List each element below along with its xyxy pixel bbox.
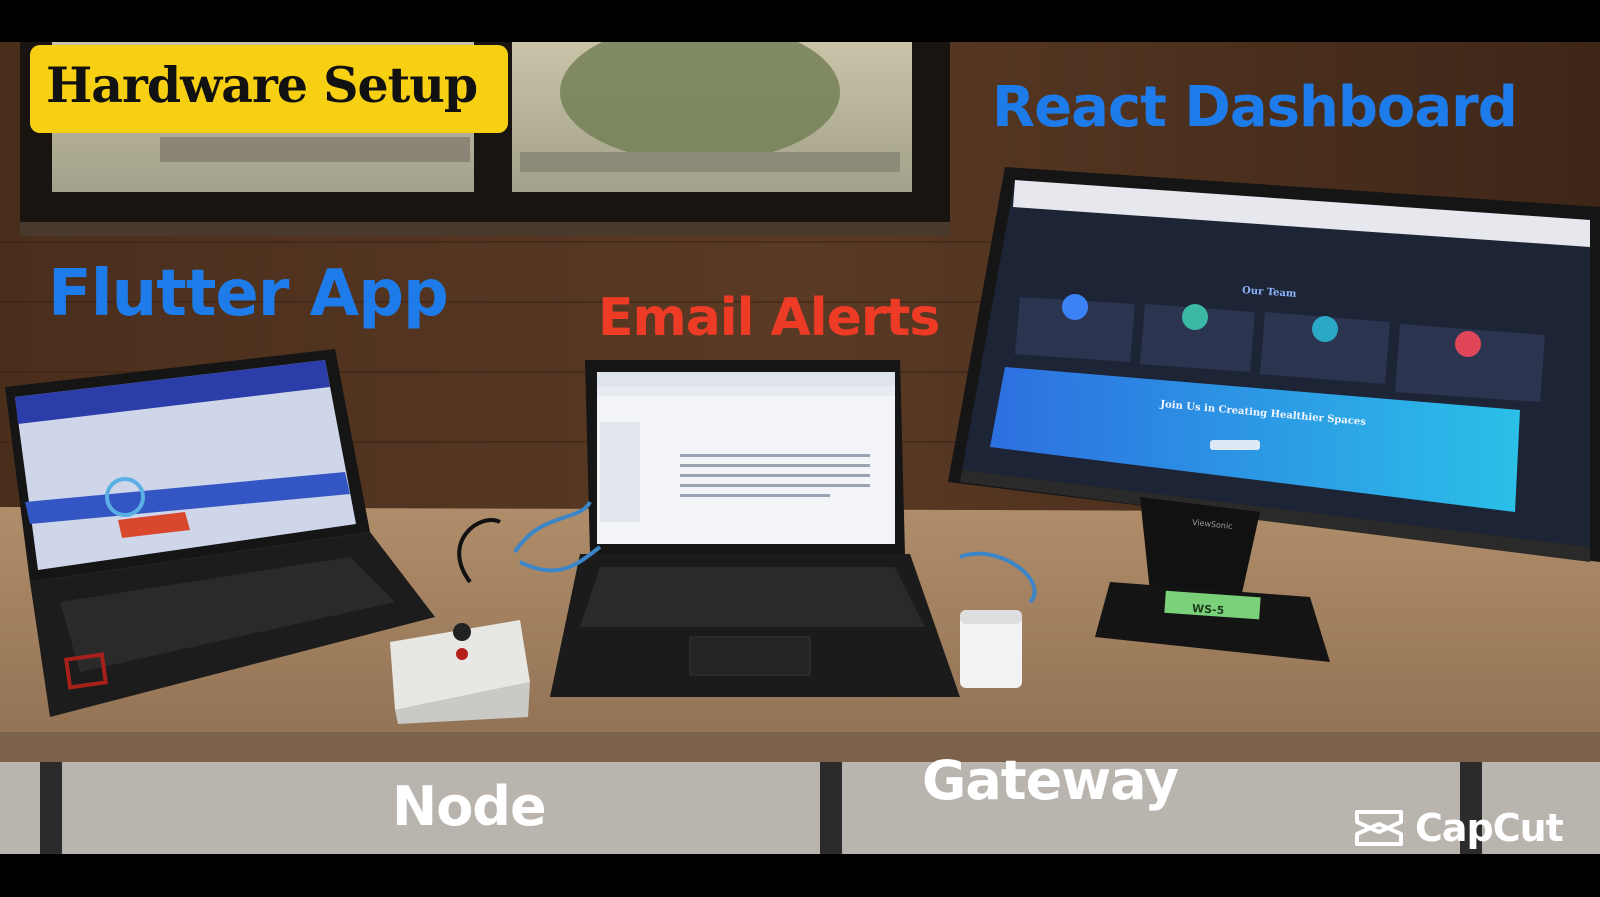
laptop-flutter [5, 349, 435, 717]
hardware-setup-label: Hardware Setup [46, 56, 478, 114]
floor [0, 762, 1600, 854]
gateway-label: Gateway [922, 749, 1179, 812]
capcut-logo-icon [1355, 810, 1403, 846]
flutter-app-label: Flutter App [48, 257, 449, 331]
desk-tag: WS-5 [1191, 601, 1225, 618]
capcut-watermark: CapCut [1353, 806, 1564, 850]
capcut-wordmark: CapCut [1415, 806, 1564, 850]
tree [560, 42, 840, 162]
hardware-setup-badge [30, 45, 508, 133]
sensor-node [390, 620, 530, 724]
monitor-dashboard [948, 167, 1600, 662]
gateway-device [960, 610, 1022, 688]
hardware-setup-photo [0, 42, 1600, 854]
node-label: Node [392, 775, 547, 838]
react-dashboard-label: React Dashboard [992, 75, 1518, 140]
email-alerts-label: Email Alerts [598, 288, 940, 348]
laptop-email [550, 360, 960, 697]
